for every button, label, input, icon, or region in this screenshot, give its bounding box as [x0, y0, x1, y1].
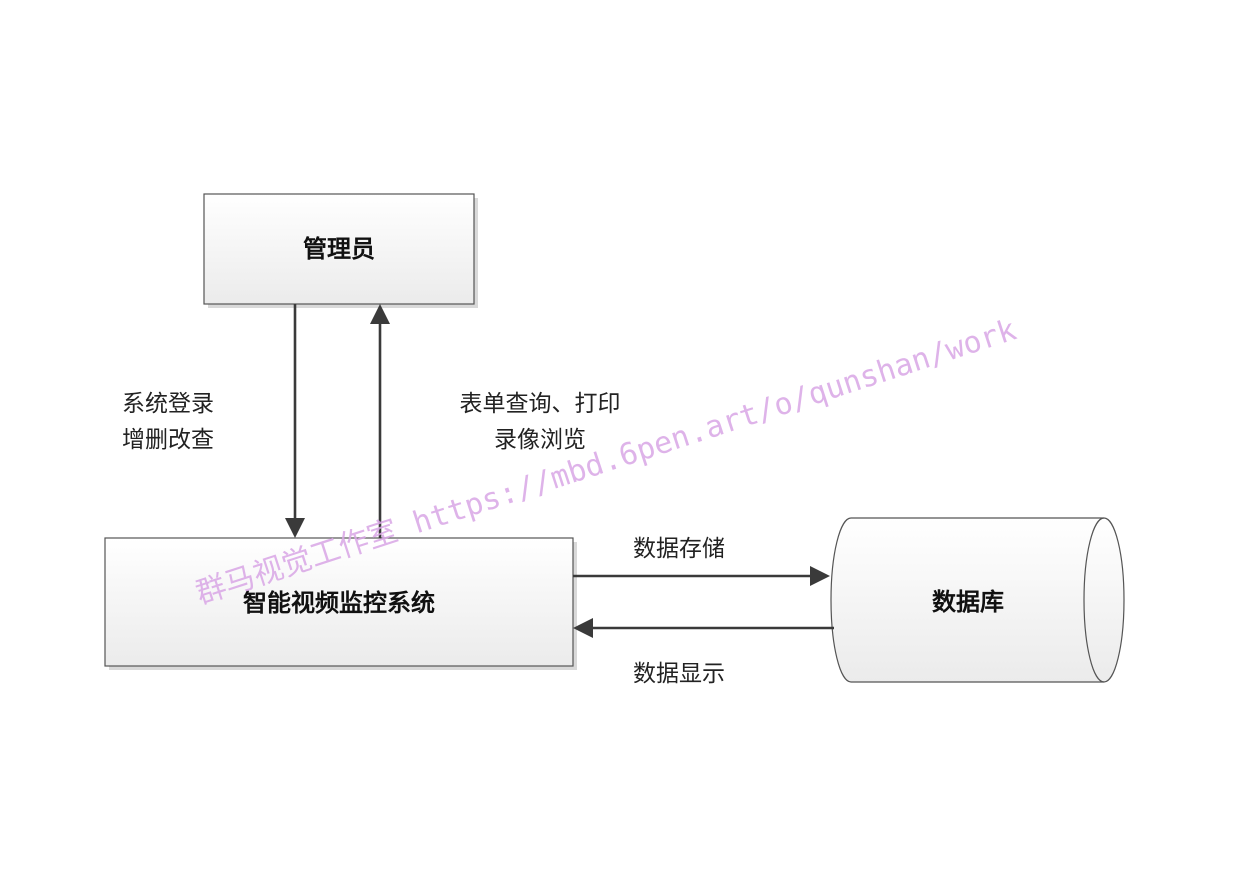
arrow-system-to-db: [573, 566, 830, 586]
admin-node-label: 管理员: [303, 235, 375, 263]
flow-label-db-to-system: 数据显示: [633, 661, 725, 687]
database-node-label: 数据库: [932, 588, 1004, 616]
flow-label-system-to-db: 数据存储: [633, 536, 725, 562]
system-node-label: 智能视频监控系统: [243, 589, 435, 617]
arrow-admin-to-system: [285, 304, 305, 538]
admin-node: 管理员: [203, 193, 478, 308]
flow-label-admin-to-system-line2: 增删改查: [122, 427, 214, 453]
arrow-db-to-system: [573, 618, 834, 638]
flow-label-system-to-admin-line1: 表单查询、打印: [460, 391, 621, 417]
arrow-system-to-admin: [370, 304, 390, 538]
system-node: 智能视频监控系统: [104, 537, 577, 670]
flow-label-system-to-admin-line2: 录像浏览: [494, 427, 586, 453]
flow-label-admin-to-system-line1: 系统登录: [122, 391, 214, 417]
database-node: 数据库: [830, 517, 1125, 683]
